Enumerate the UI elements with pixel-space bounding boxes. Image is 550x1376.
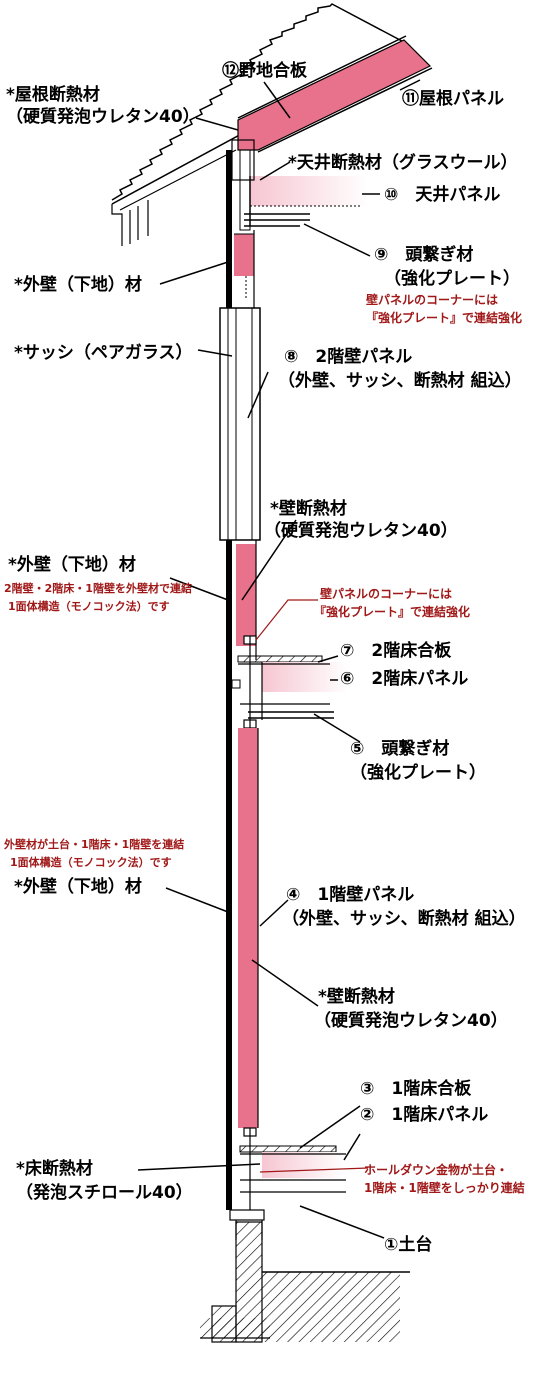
label-sash: *サッシ（ペアガラス）	[14, 342, 193, 363]
note-monocoque-2f: 2階壁・2階床・1階壁を外壁材で連結	[4, 581, 192, 595]
label-wall-panel-2f: ⑧ 2階壁パネル	[284, 346, 412, 367]
label-ceiling-panel: ⑩ 天井パネル	[384, 184, 500, 205]
label-roof-panel: ⑪屋根パネル	[402, 88, 504, 109]
label-wall-panel-1f-sub: （外壁、サッシ、断熱材 組込）	[282, 908, 526, 929]
note-monocoque-2f-sub: 1面体構造（モノコック法）です	[8, 599, 170, 613]
ceiling-assembly	[244, 176, 368, 227]
label-exterior-wall-top: *外壁（下地）材	[14, 274, 142, 295]
roof-insulation	[237, 39, 432, 151]
note-monocoque-1f-sub: 1面体構造（モノコック法）です	[10, 855, 172, 869]
ceiling-insulation	[250, 176, 368, 206]
label-roof-insulation: *屋根断熱材	[6, 84, 100, 105]
note-leader-lines	[255, 599, 369, 1173]
label-roof-plywood: ⑫野地合板	[222, 60, 308, 81]
note-holddown-sub: 1階床・1階壁をしっかり連結	[364, 1180, 525, 1195]
label-wall-panel-1f: ④ 1階壁パネル	[286, 884, 414, 905]
label-wall-insulation-1f: *壁断熱材	[318, 986, 395, 1007]
wall-structure	[219, 139, 348, 1240]
label-wall-insulation-1f-sub: （硬質発泡ウレタン40）	[314, 1010, 508, 1031]
label-wall-panel-2f-sub: （外壁、サッシ、断熱材 組込）	[278, 370, 522, 391]
floor-insulation-2f	[262, 662, 348, 692]
note-corner-top-sub: 『強化プレート』で連結強化	[366, 310, 522, 325]
exterior-cladding	[226, 150, 232, 1210]
label-head-beam-9-sub: （強化プレート）	[384, 268, 520, 289]
label-head-beam-9: ⑨ 頭繋ぎ材	[374, 244, 473, 265]
label-floor-insulation: *床断熱材	[16, 1158, 93, 1179]
label-wall-insulation-2f: *壁断熱材	[270, 498, 347, 519]
label-floor-plywood-1f: ③ 1階床合板	[360, 1078, 472, 1099]
wall-insulation-1f	[238, 728, 258, 1128]
note-holddown: ホールダウン金物が土台・	[364, 1162, 508, 1177]
labels: *屋根断熱材 （硬質発泡ウレタン40） ⑫野地合板 ⑪屋根パネル *天井断熱材（…	[3, 60, 526, 1255]
roof-assembly	[111, 3, 433, 246]
label-head-beam-5: ⑤ 頭繋ぎ材	[350, 738, 449, 759]
wall-insulation-upper	[234, 234, 254, 276]
note-corner-top: 壁パネルのコーナーには	[366, 292, 498, 307]
label-floor-plywood-2f: ⑦ 2階床合板	[340, 640, 452, 661]
roof-shingles	[111, 3, 411, 201]
floor-plywood-2f	[237, 655, 323, 663]
label-head-beam-5-sub: （強化プレート）	[350, 762, 486, 783]
note-monocoque-1f: 外壁材が土台・1階床・1階壁を連結	[3, 837, 184, 851]
label-floor-insulation-sub: （発泡スチロール40）	[16, 1182, 193, 1203]
sash-window	[219, 307, 261, 541]
note-corner-mid: 壁パネルのコーナーには	[320, 586, 452, 601]
label-floor-panel-1f: ② 1階床パネル	[360, 1104, 488, 1125]
floor-insulation-1f	[262, 1152, 344, 1178]
label-exterior-wall-mid: *外壁（下地）材	[8, 554, 136, 575]
label-sill: ①土台	[384, 1234, 432, 1255]
label-exterior-wall-low: *外壁（下地）材	[14, 876, 142, 897]
note-corner-mid-sub: 『強化プレート』で連結強化	[314, 604, 470, 619]
floor-plywood-1f	[239, 1145, 337, 1153]
leader-lines	[137, 79, 421, 1239]
foundation	[200, 1221, 410, 1343]
label-wall-insulation-2f-sub: （硬質発泡ウレタン40）	[264, 520, 458, 541]
label-ceiling-insulation: *天井断熱材（グラスウール）	[288, 152, 518, 173]
label-roof-insulation-sub: （硬質発泡ウレタン40）	[6, 106, 200, 127]
label-floor-panel-2f: ⑥ 2階床パネル	[340, 668, 468, 689]
sill	[229, 1209, 265, 1221]
